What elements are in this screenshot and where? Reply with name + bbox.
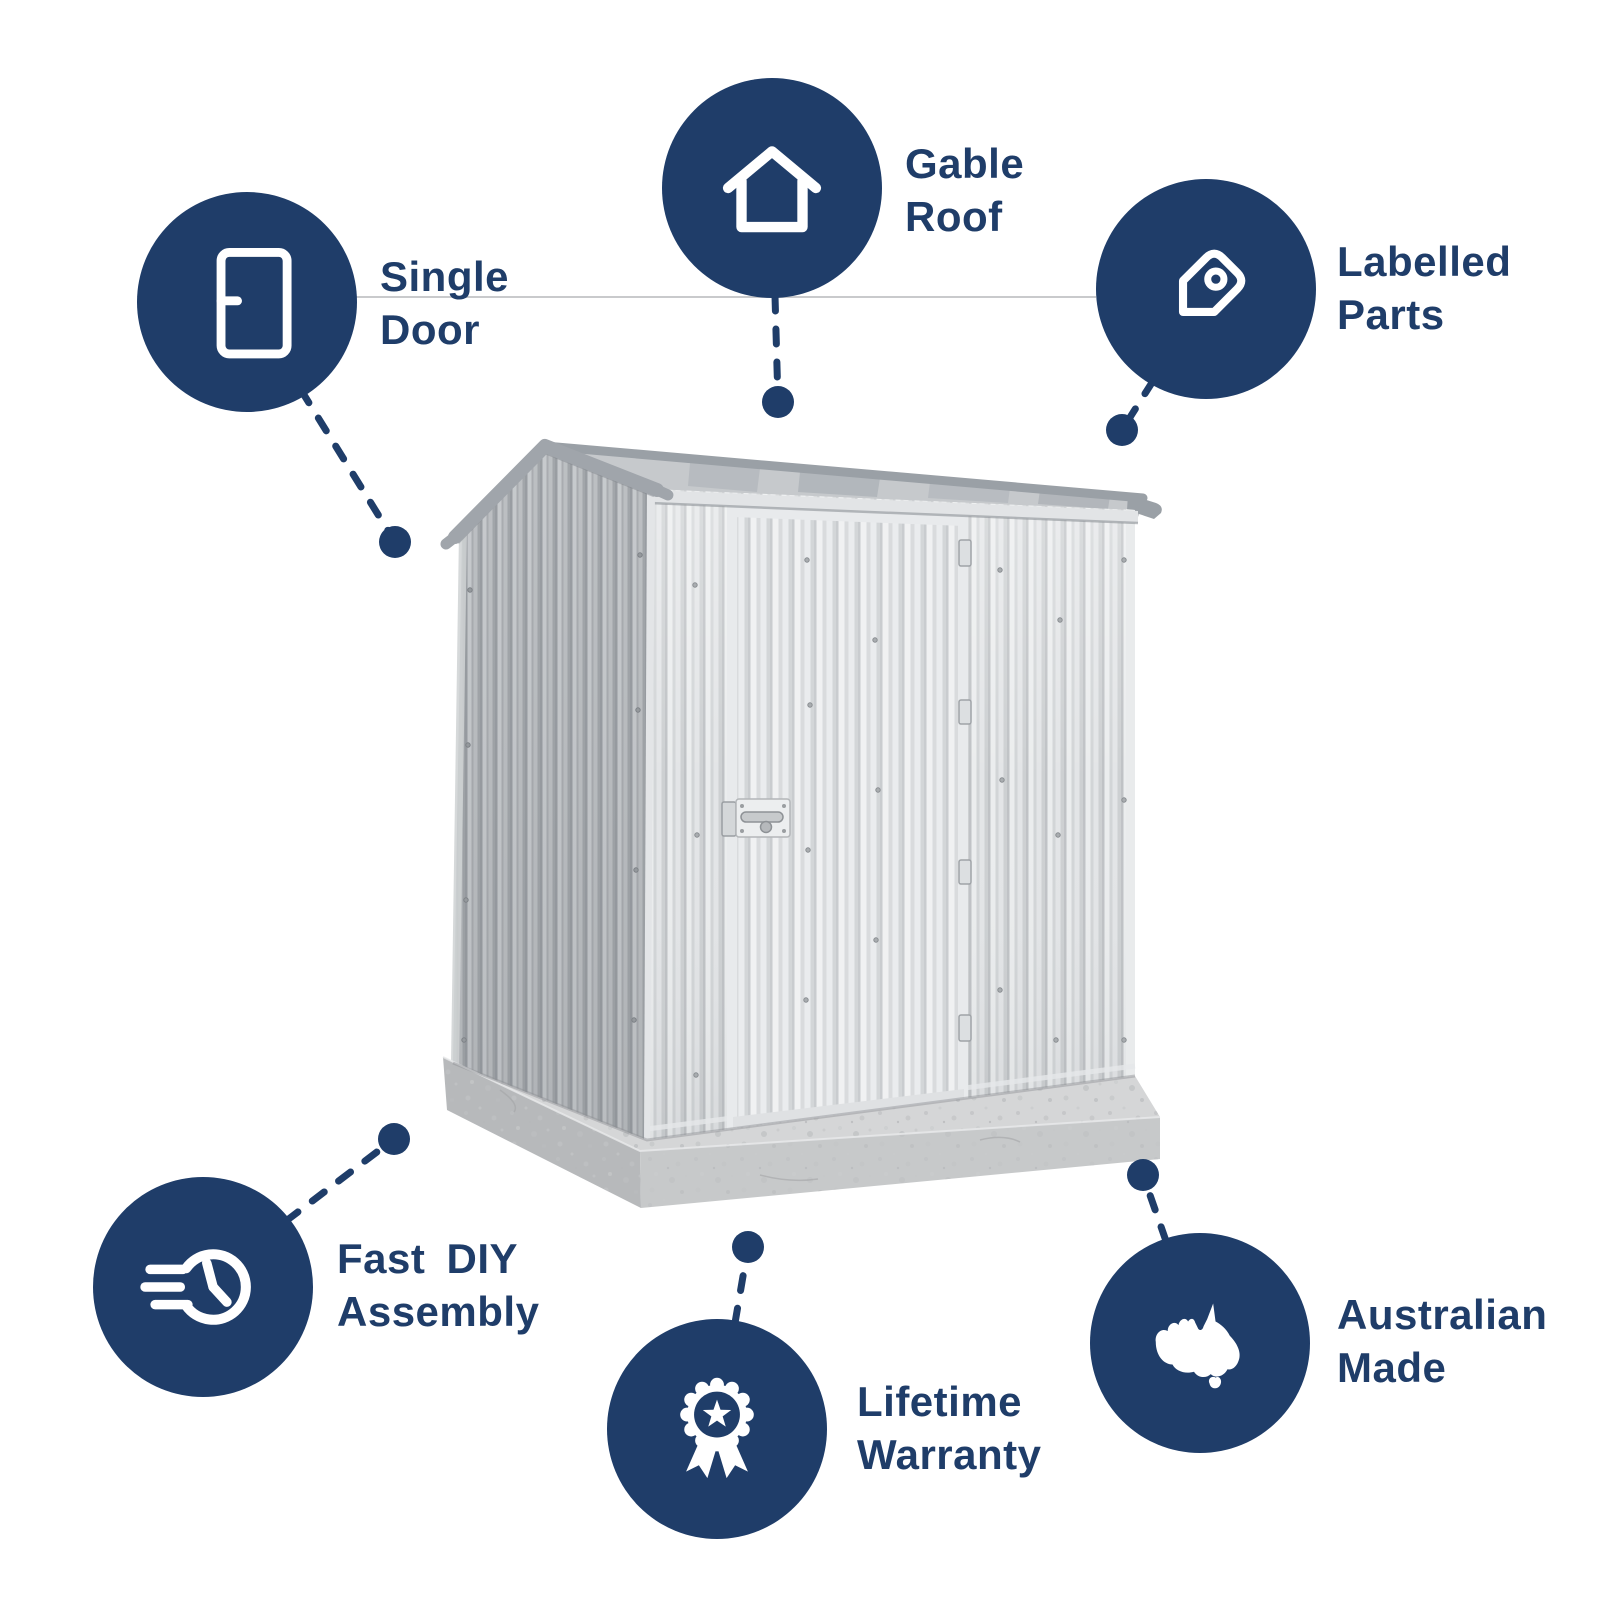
concrete-slab xyxy=(442,1056,1161,1208)
label-line: Australian xyxy=(1337,1291,1548,1338)
badge-single-door xyxy=(137,192,357,412)
badge-australian-made xyxy=(1090,1233,1310,1453)
door-hinge xyxy=(958,539,972,567)
label-line: Made xyxy=(1337,1344,1447,1391)
badge-gable-roof xyxy=(662,78,882,298)
connector-dot-fast-diy xyxy=(378,1123,410,1155)
badge-labelled-parts xyxy=(1096,179,1316,399)
label-fast-diy-assembly: Fast DIY Assembly xyxy=(337,1232,539,1338)
label-gable-roof: Gable Roof xyxy=(905,137,1024,243)
australia-map-icon xyxy=(1155,1303,1240,1389)
door-icon xyxy=(216,248,292,359)
door-hinge xyxy=(958,699,972,725)
shed-gable-capping xyxy=(440,439,674,550)
connector-fast-diy xyxy=(282,1135,398,1225)
connector-dot-gable-roof xyxy=(762,386,794,418)
label-australian-made: Australian Made xyxy=(1337,1288,1547,1394)
badge-fast-diy-assembly xyxy=(93,1177,313,1397)
shed-front-trim xyxy=(649,490,1139,525)
connector-dot-labelled-parts xyxy=(1106,414,1138,446)
door-latch xyxy=(721,798,791,838)
connector-dot-lifetime xyxy=(732,1231,764,1263)
label-line: Lifetime xyxy=(857,1378,1023,1425)
label-line: Single xyxy=(380,253,510,300)
label-line: Labelled xyxy=(1337,238,1512,285)
door-hinge xyxy=(958,859,972,885)
award-ribbon-icon xyxy=(680,1377,754,1479)
label-line: Assembly xyxy=(337,1288,540,1335)
label-line: Warranty xyxy=(857,1431,1042,1478)
connector-gable-roof xyxy=(771,292,782,406)
label-labelled-parts: Labelled Parts xyxy=(1337,235,1511,341)
connector-dot-australian xyxy=(1127,1159,1159,1191)
label-lifetime-warranty: Lifetime Warranty xyxy=(857,1375,1042,1481)
shed-roof xyxy=(540,441,1162,519)
label-line: Roof xyxy=(905,193,1003,240)
label-line: Fast DIY xyxy=(337,1235,519,1282)
connector-australian xyxy=(1139,1171,1170,1245)
connectors xyxy=(282,292,1170,1327)
wall-screws xyxy=(692,557,1127,1078)
connector-dot-single-door xyxy=(379,526,411,558)
shed-left-wall xyxy=(451,446,655,1141)
label-single-door: Single Door xyxy=(380,250,509,356)
door-hinge xyxy=(958,1014,972,1042)
tag-icon xyxy=(1178,249,1246,317)
house-icon xyxy=(722,146,822,233)
badge-lifetime-warranty xyxy=(607,1319,827,1539)
shed-door xyxy=(721,501,972,1129)
shed-illustration xyxy=(440,439,1162,1208)
label-line: Gable xyxy=(905,140,1025,187)
label-line: Parts xyxy=(1337,291,1445,338)
speed-clock-icon xyxy=(140,1249,251,1325)
label-line: Door xyxy=(380,306,480,353)
connector-single-door xyxy=(297,386,399,546)
